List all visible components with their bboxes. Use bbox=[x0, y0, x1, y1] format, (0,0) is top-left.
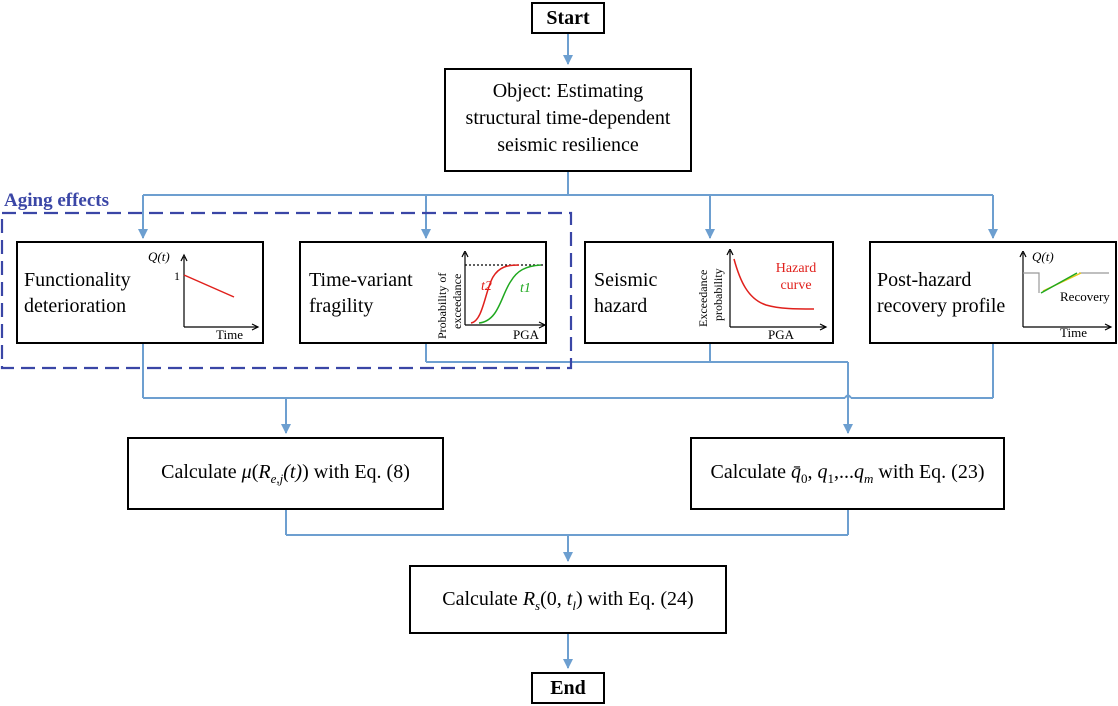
hazard-plot-xlabel: PGA bbox=[768, 327, 795, 342]
fragility-curve-t1 bbox=[478, 264, 542, 324]
aging-effects-group bbox=[0, 211, 573, 370]
fragility-line-2: fragility bbox=[309, 295, 374, 317]
fragility-plot bbox=[461, 251, 547, 329]
calc-q-q1-sub: 1 bbox=[827, 471, 835, 486]
start-label: Start bbox=[546, 7, 590, 29]
calc-q-qm: q bbox=[854, 461, 865, 483]
objective-box: Object: Estimating structural time-depen… bbox=[444, 68, 692, 172]
calc-mu-r: R bbox=[258, 461, 271, 483]
hazard-curve bbox=[733, 258, 815, 310]
functionality-plot bbox=[180, 253, 260, 331]
fragility-box: Time-variant fragility Probability of ex… bbox=[299, 241, 547, 344]
calc-mu-close: ) bbox=[302, 461, 309, 483]
functionality-line-1: Functionality bbox=[24, 269, 131, 291]
calc-mu-box: Calculate μ(Re,j(t)) with Eq. (8) bbox=[127, 437, 444, 510]
fragility-curve-label-t1: t1 bbox=[520, 281, 531, 297]
recovery-curve-green bbox=[1040, 272, 1078, 294]
calc-q-suffix: with Eq. (23) bbox=[873, 461, 985, 483]
calc-mu-r-sub: e,j bbox=[270, 471, 284, 486]
calc-rs-text: Calculate Rs(0, tl) with Eq. (24) bbox=[411, 588, 725, 614]
functionality-plot-ylabel: Q(t) bbox=[148, 249, 170, 264]
aging-effects-label: Aging effects bbox=[4, 190, 109, 211]
calc-mu-prefix: Calculate bbox=[161, 461, 242, 483]
fragility-plot-xlabel: PGA bbox=[513, 327, 540, 342]
calc-q-qbar: q̄ bbox=[791, 461, 802, 483]
hazard-plot bbox=[726, 249, 828, 331]
calc-mu-t: (t) bbox=[283, 461, 303, 483]
fragility-curve-t2-text: t2 bbox=[481, 279, 492, 294]
calc-rs-args-close: ) bbox=[575, 588, 583, 610]
functionality-line-2: deterioration bbox=[24, 295, 127, 317]
end-node: End bbox=[531, 672, 605, 704]
fragility-line-1: Time-variant bbox=[309, 269, 413, 291]
calc-rs-prefix: Calculate bbox=[442, 588, 523, 610]
hazard-plot-ylabel-2: probability bbox=[711, 268, 725, 321]
calc-rs-t-sub: l bbox=[572, 598, 576, 613]
recovery-curve-label: Recovery bbox=[1060, 289, 1110, 304]
calc-q-qbar-sub: 0 bbox=[801, 471, 808, 486]
recovery-line-1: Post-hazard bbox=[877, 269, 972, 291]
hazard-box: Seismic hazard Exceedance probability Ha… bbox=[584, 241, 834, 344]
calc-mu-open: ( bbox=[251, 461, 259, 483]
calc-mu-text: Calculate μ(Re,j(t)) with Eq. (8) bbox=[129, 461, 442, 487]
calc-rs-r-sub: s bbox=[535, 598, 541, 613]
calc-q-comma: , bbox=[807, 461, 818, 483]
calc-rs-suffix: with Eq. (24) bbox=[582, 588, 694, 610]
start-node: Start bbox=[531, 2, 605, 34]
calc-mu-suffix: with Eq. (8) bbox=[308, 461, 410, 483]
recovery-plot-ylabel: Q(t) bbox=[1032, 249, 1054, 264]
calc-q-box: Calculate q̄0, q1,...qm with Eq. (23) bbox=[690, 437, 1005, 510]
objective-line-1: Object: Estimating bbox=[492, 80, 644, 102]
hazard-plot-ylabel-1: Exceedance bbox=[696, 269, 710, 327]
objective-line-2: structural time-dependent bbox=[465, 107, 671, 129]
functionality-plot-xlabel: Time bbox=[216, 327, 243, 342]
end-label: End bbox=[550, 677, 586, 699]
calc-rs-args-open: (0, bbox=[540, 588, 567, 610]
fragility-curve-t1-text: t1 bbox=[520, 281, 531, 296]
recovery-line-2: recovery profile bbox=[877, 295, 1006, 317]
calc-q-text: Calculate q̄0, q1,...qm with Eq. (23) bbox=[692, 461, 1003, 487]
functionality-plot-tick: 1 bbox=[174, 269, 180, 283]
calc-mu-symbol: μ bbox=[241, 461, 252, 483]
hazard-curve-label-1: Hazard bbox=[775, 261, 817, 276]
recovery-box: Post-hazard recovery profile Q(t) Recove… bbox=[869, 241, 1117, 344]
functionality-box: Functionality deterioration Q(t) 1 Time bbox=[16, 241, 264, 344]
calc-q-qm-sub: m bbox=[864, 471, 874, 486]
calc-rs-r: R bbox=[522, 588, 536, 610]
fragility-curve-label-t2: t2 bbox=[481, 279, 492, 295]
hazard-curve-label-2: curve bbox=[780, 278, 812, 293]
hazard-line-1: Seismic bbox=[594, 269, 658, 291]
calc-q-dots: ,... bbox=[834, 461, 855, 483]
calc-rs-t: t bbox=[566, 588, 573, 610]
recovery-plot bbox=[1019, 251, 1113, 331]
fragility-curve-t2 bbox=[470, 264, 520, 324]
fragility-plot-ylabel-1: Probability of bbox=[435, 272, 449, 339]
hazard-line-2: hazard bbox=[594, 295, 648, 317]
recovery-plot-xlabel: Time bbox=[1060, 325, 1087, 340]
deterioration-line bbox=[183, 274, 235, 298]
calc-q-q1: q bbox=[817, 461, 828, 483]
objective-line-3: seismic resilience bbox=[497, 134, 639, 156]
calc-rs-box: Calculate Rs(0, tl) with Eq. (24) bbox=[409, 565, 727, 634]
calc-q-prefix: Calculate bbox=[710, 461, 792, 483]
